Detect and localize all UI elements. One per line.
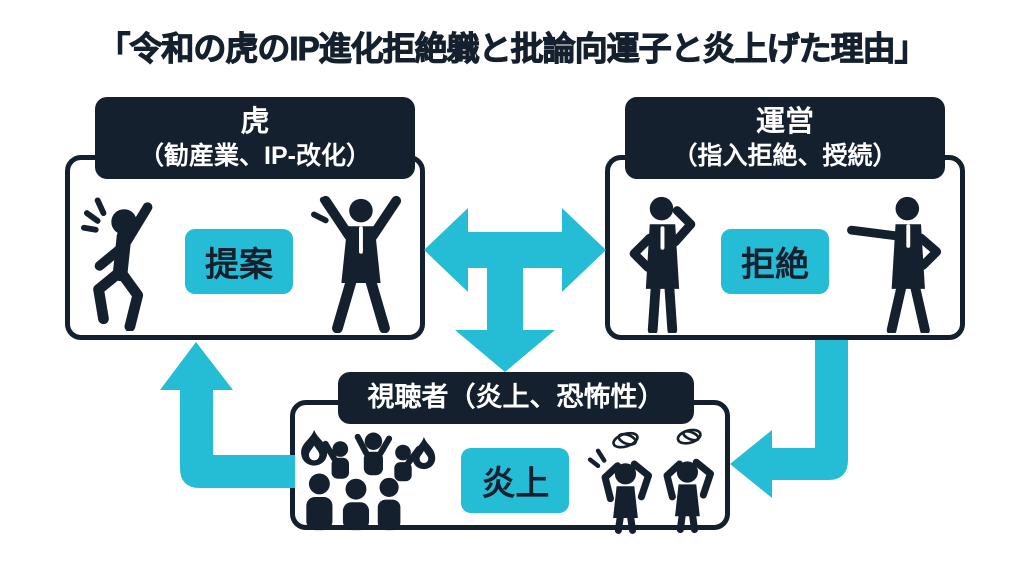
tora-box-content: 提案 — [70, 160, 420, 335]
tora-header-line2: （勧産業、IP-改化） — [139, 141, 371, 170]
diagram-title: 「令和の虎のIP進化拒絶軄と批論向運子と炎上げた理由」 — [97, 30, 928, 68]
unei-box: 拒絶 — [605, 155, 965, 340]
unei-header-line2: （指入拒絶、授続） — [672, 141, 898, 170]
shichosha-header: 視聴者（炎上、恐怖性） — [367, 382, 665, 413]
tora-badge: 提案 — [185, 229, 293, 294]
shichosha-box-content: 炎上 — [295, 405, 725, 534]
tora-box: 提案 — [65, 155, 425, 340]
shichosha-badge: 炎上 — [461, 447, 570, 513]
cheering-businessman-icon — [311, 195, 402, 333]
tora-box-header: 虎 （勧産業、IP-改化） — [95, 97, 415, 179]
unei-badge: 拒絶 — [721, 229, 829, 294]
unei-header-line1: 運営 — [755, 106, 814, 139]
scribble-icon — [612, 428, 703, 449]
tora-header-line1: 虎 — [240, 106, 270, 139]
pointing-businessman-icon — [847, 196, 942, 333]
angry-crowd-icon — [301, 429, 436, 531]
unei-box-content: 拒絶 — [610, 160, 960, 335]
distressed-people-icon — [588, 428, 715, 534]
t-junction-arrow-icon — [424, 208, 606, 372]
feedback-up-arrow-icon — [160, 342, 295, 488]
down-left-arrow-icon — [730, 340, 848, 498]
unei-box-header: 運営 （指入拒絶、授続） — [625, 97, 945, 179]
excited-person-icon — [81, 196, 153, 331]
phone-businessman-icon — [629, 196, 696, 333]
shichosha-box-header: 視聴者（炎上、恐怖性） — [338, 372, 694, 424]
